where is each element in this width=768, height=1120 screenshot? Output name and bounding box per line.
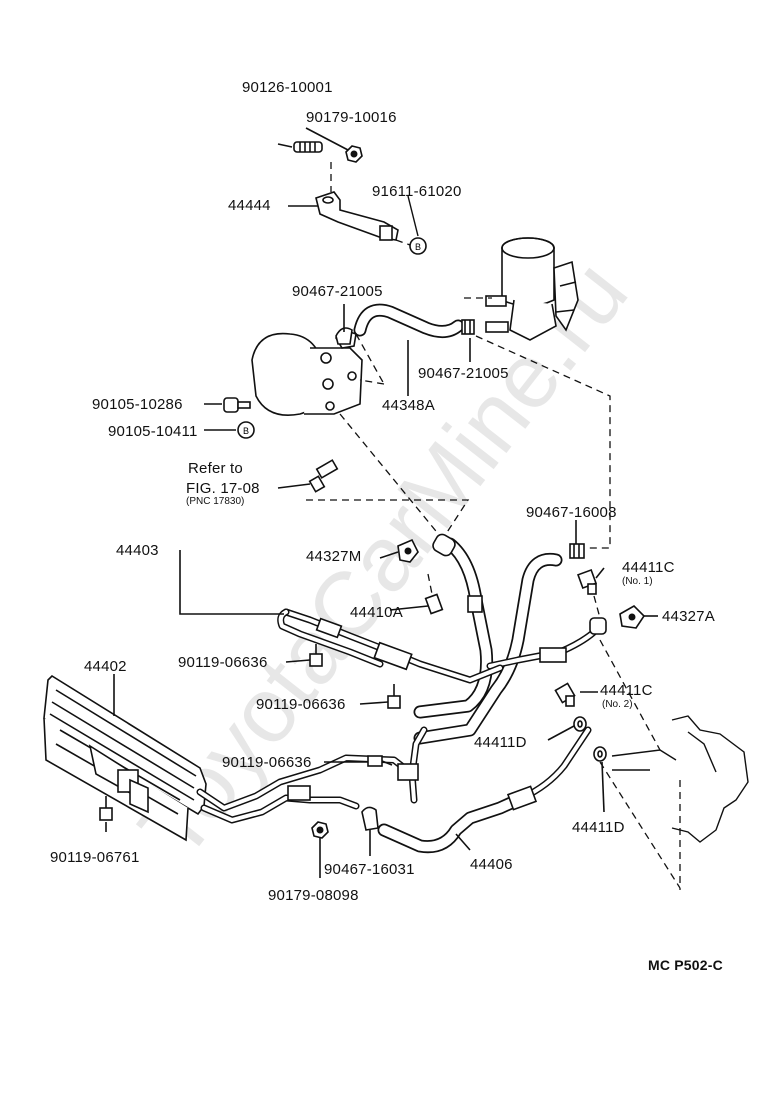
union-bolt-44411C-no1 xyxy=(577,569,597,595)
label-90467-16031: 90467-16031 xyxy=(324,861,415,878)
label-44348A: 44348A xyxy=(382,397,435,414)
gear-pipe xyxy=(486,617,607,670)
gasket-44411D-b xyxy=(593,746,607,762)
reservoir xyxy=(485,237,579,341)
label-44410A: 44410A xyxy=(350,604,403,621)
label-44411C-no2: 44411C xyxy=(600,682,653,699)
label-refer-to: Refer to xyxy=(188,460,243,477)
hose-44348A xyxy=(353,303,465,338)
label-90467-16008: 90467-16008 xyxy=(526,504,617,521)
label-no2: (No. 2) xyxy=(602,699,633,710)
nut-90179-10016 xyxy=(345,145,363,163)
label-44406: 44406 xyxy=(470,856,513,873)
washer-90105-10411: B xyxy=(237,421,255,439)
cooler-outlet-pipe xyxy=(196,726,428,824)
nut-90179-08098 xyxy=(311,821,329,839)
label-fig-ref: FIG. 17-08 xyxy=(186,480,260,497)
figure-code: MC P502-C xyxy=(648,957,723,973)
leader-lines xyxy=(105,127,658,878)
label-90105-10411: 90105-10411 xyxy=(108,423,198,440)
label-44411D-b: 44411D xyxy=(572,819,625,836)
clamp-90467-21005-right xyxy=(461,319,475,335)
clamp-90467-16008 xyxy=(569,543,585,559)
pipe-44403 xyxy=(277,608,504,684)
pressure-hose xyxy=(413,533,494,719)
union-44410A xyxy=(424,573,444,615)
label-44402: 44402 xyxy=(84,658,127,675)
label-90179-10016: 90179-10016 xyxy=(306,109,397,126)
label-90119-06761: 90119-06761 xyxy=(50,849,140,866)
label-pnc-ref: (PNC 17830) xyxy=(186,496,245,507)
clamp-90467-21005-left xyxy=(335,327,353,345)
label-90467-21005-b: 90467-21005 xyxy=(418,365,509,382)
label-90126-10001: 90126-10001 xyxy=(242,79,333,96)
steering-gear xyxy=(611,715,749,890)
bolt-90119-06636-c xyxy=(367,755,393,767)
label-90179-08098: 90179-08098 xyxy=(268,887,359,904)
bolt-90119-06636-b xyxy=(387,684,401,709)
label-90119-06636-a: 90119-06636 xyxy=(178,654,268,671)
clip-44327A xyxy=(619,605,646,629)
label-44327M: 44327M xyxy=(306,548,362,565)
label-90105-10286: 90105-10286 xyxy=(92,396,183,413)
label-90119-06636-b: 90119-06636 xyxy=(256,696,346,713)
svg-text:B: B xyxy=(243,426,249,436)
svg-text:B: B xyxy=(415,242,421,252)
power-steering-pump xyxy=(251,329,363,416)
gasket-44411D-a xyxy=(573,716,587,732)
clamp-90467-16031 xyxy=(361,806,379,831)
cooler-44402 xyxy=(43,674,207,842)
stud-bolt-90126-10001 xyxy=(293,141,323,153)
bolt-90105-10286 xyxy=(223,397,251,413)
label-91611-61020: 91611-61020 xyxy=(372,183,462,200)
bolt-91611-61020: B xyxy=(395,195,427,255)
label-no1: (No. 1) xyxy=(622,576,653,587)
clip-44327M xyxy=(397,538,419,563)
label-44411D-a: 44411D xyxy=(474,734,527,751)
label-44444: 44444 xyxy=(228,197,271,214)
label-44411C-no1: 44411C xyxy=(622,559,675,576)
pressure-switch xyxy=(308,459,339,493)
union-bolt-44411C-no2 xyxy=(554,682,576,707)
bolt-90119-06636-a xyxy=(309,644,323,667)
hose-44406 xyxy=(377,726,592,854)
label-90467-21005-a: 90467-21005 xyxy=(292,283,383,300)
label-44403: 44403 xyxy=(116,542,159,559)
label-90119-06636-c: 90119-06636 xyxy=(222,754,312,771)
return-hose xyxy=(413,552,563,745)
bolt-90119-06761 xyxy=(99,796,113,821)
label-44327A: 44327A xyxy=(662,608,715,625)
bracket-44444 xyxy=(315,162,399,241)
